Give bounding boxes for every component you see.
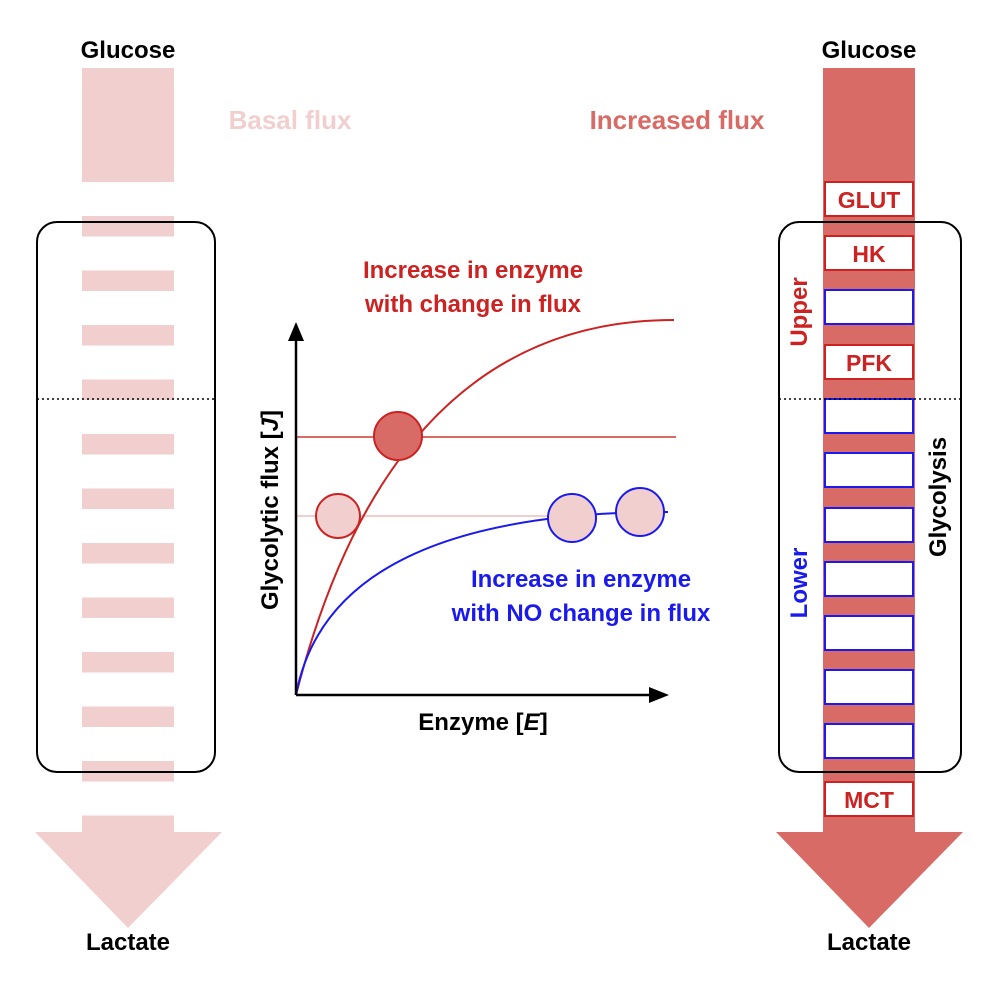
- basal-enzyme-step: [82, 727, 174, 761]
- pfk-label: PFK: [846, 350, 892, 376]
- lower-enzyme-step: [824, 507, 914, 543]
- hk-box: HK: [824, 235, 914, 271]
- glycolysis-label: Glycolysis: [925, 437, 952, 557]
- lower-enzyme-step: [824, 289, 914, 325]
- basal-enzyme-step: [82, 400, 174, 434]
- no-change-point-2: [615, 487, 665, 537]
- basal-flux-label: Basal flux: [229, 105, 352, 135]
- basal-enzyme-step: [82, 563, 174, 598]
- basal-enzyme-step: [82, 781, 174, 816]
- y-axis-label: Glycolytic flux [J]: [257, 410, 284, 610]
- basal-enzyme-step: [82, 345, 174, 380]
- basal-enzyme-step: [82, 236, 174, 271]
- no-change-point-1: [547, 493, 597, 543]
- x-axis-arrowhead: [649, 687, 669, 703]
- mct-box: MCT: [824, 781, 914, 817]
- red-saturation-curve: [295, 319, 675, 696]
- lower-enzyme-step: [824, 398, 914, 434]
- lower-enzyme-step: [824, 669, 914, 705]
- basal-enzyme-step: [82, 509, 174, 543]
- increased-enzyme-point: [373, 411, 423, 461]
- flux-enzyme-graph: Glycolytic flux [J] Enzyme [E] Increase …: [257, 257, 711, 736]
- lower-enzyme-step: [824, 561, 914, 597]
- basal-enzyme-step: [82, 618, 174, 652]
- increased-enzyme-boxes: [824, 289, 914, 759]
- basal-enzyme-boxes: [82, 182, 174, 816]
- pfk-box: PFK: [824, 344, 914, 380]
- basal-enzyme-step: [82, 672, 174, 707]
- mct-label: MCT: [844, 787, 894, 813]
- increased-arrow-head: [776, 832, 963, 928]
- red-annotation-line-1: Increase in enzyme: [363, 257, 583, 284]
- basal-enzyme-step: [82, 182, 174, 216]
- basal-glucose-label: Glucose: [81, 37, 176, 64]
- glut-box: GLUT: [824, 181, 914, 217]
- red-annotation-line-2: with change in flux: [364, 291, 582, 318]
- lower-glycolysis-label: Lower: [786, 548, 813, 619]
- basal-glycolysis-frame: [36, 221, 216, 773]
- increased-flux-label: Increased flux: [590, 105, 765, 135]
- basal-lactate-label: Lactate: [86, 929, 170, 956]
- increased-glycolysis-frame: [778, 221, 962, 773]
- basal-arrow-head: [35, 832, 222, 928]
- glut-label: GLUT: [838, 187, 901, 213]
- lower-enzyme-step: [824, 452, 914, 488]
- blue-annotation-line-1: Increase in enzyme: [471, 566, 691, 593]
- lower-enzyme-step: [824, 615, 914, 651]
- blue-annotation-line-2: with NO change in flux: [451, 600, 711, 627]
- x-axis-label: Enzyme [E]: [418, 709, 547, 736]
- increased-lactate-label: Lactate: [827, 929, 911, 956]
- basal-enzyme-point: [315, 493, 361, 539]
- increased-glucose-label: Glucose: [822, 37, 917, 64]
- basal-flux-arrow: [35, 68, 222, 928]
- increased-flux-arrow: [776, 68, 963, 928]
- basal-enzyme-step: [82, 454, 174, 489]
- hk-label: HK: [852, 241, 886, 267]
- upper-glycolysis-label: Upper: [786, 277, 813, 346]
- lower-enzyme-step: [824, 723, 914, 759]
- y-axis-arrowhead: [288, 322, 304, 341]
- basal-enzyme-step: [82, 291, 174, 325]
